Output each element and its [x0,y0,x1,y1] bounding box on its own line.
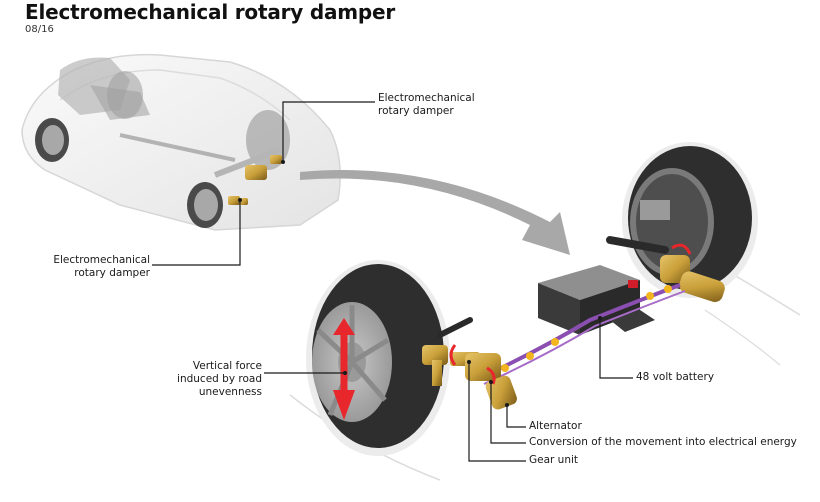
leader-gear-unit [468,362,526,462]
leader-rear-damper-bottom [152,200,241,266]
flow-arrow [300,170,570,255]
callout-rear-damper-top: Electromechanical rotary damper [378,92,475,118]
callout-gear-unit: Gear unit [529,454,579,466]
car-battery-module [245,165,267,180]
gear-unit-body [465,353,501,381]
callout-rear-damper-bottom: Electromechanical rotary damper [40,254,150,280]
callout-line: induced by road [177,373,262,385]
date-label: 08/16 [25,24,54,35]
callout-line: Vertical force [192,360,262,372]
callout-line: rotary damper [74,267,150,279]
page-title: Electromechanical rotary damper [25,0,396,24]
car-rear-wheel [187,182,223,228]
callout-line: Electromechanical [53,254,150,266]
car-damper-left [228,196,240,205]
damper-front [422,344,517,410]
car-front-wheel [35,118,69,162]
callout-conversion: Conversion of the movement into electric… [529,436,797,448]
callout-battery: 48 volt battery [636,371,715,383]
leader-conversion [490,382,526,444]
callout-vertical-force: Vertical force induced by road unevennes… [150,360,262,399]
callout-line: Electromechanical [378,92,475,104]
power-cable [479,283,686,385]
leader-rear-damper-top [282,101,375,162]
leader-battery [599,318,633,379]
leader-alternator [506,405,526,428]
callout-line: rotary damper [378,105,454,117]
callout-alternator: Alternator [529,420,582,432]
damper-right [660,243,725,303]
car-damper-right [270,155,282,164]
car-illustration [21,53,341,231]
vertical-force-arrow-icon [333,318,355,420]
battery-48v [538,265,655,335]
callout-line: unevenness [198,386,262,398]
